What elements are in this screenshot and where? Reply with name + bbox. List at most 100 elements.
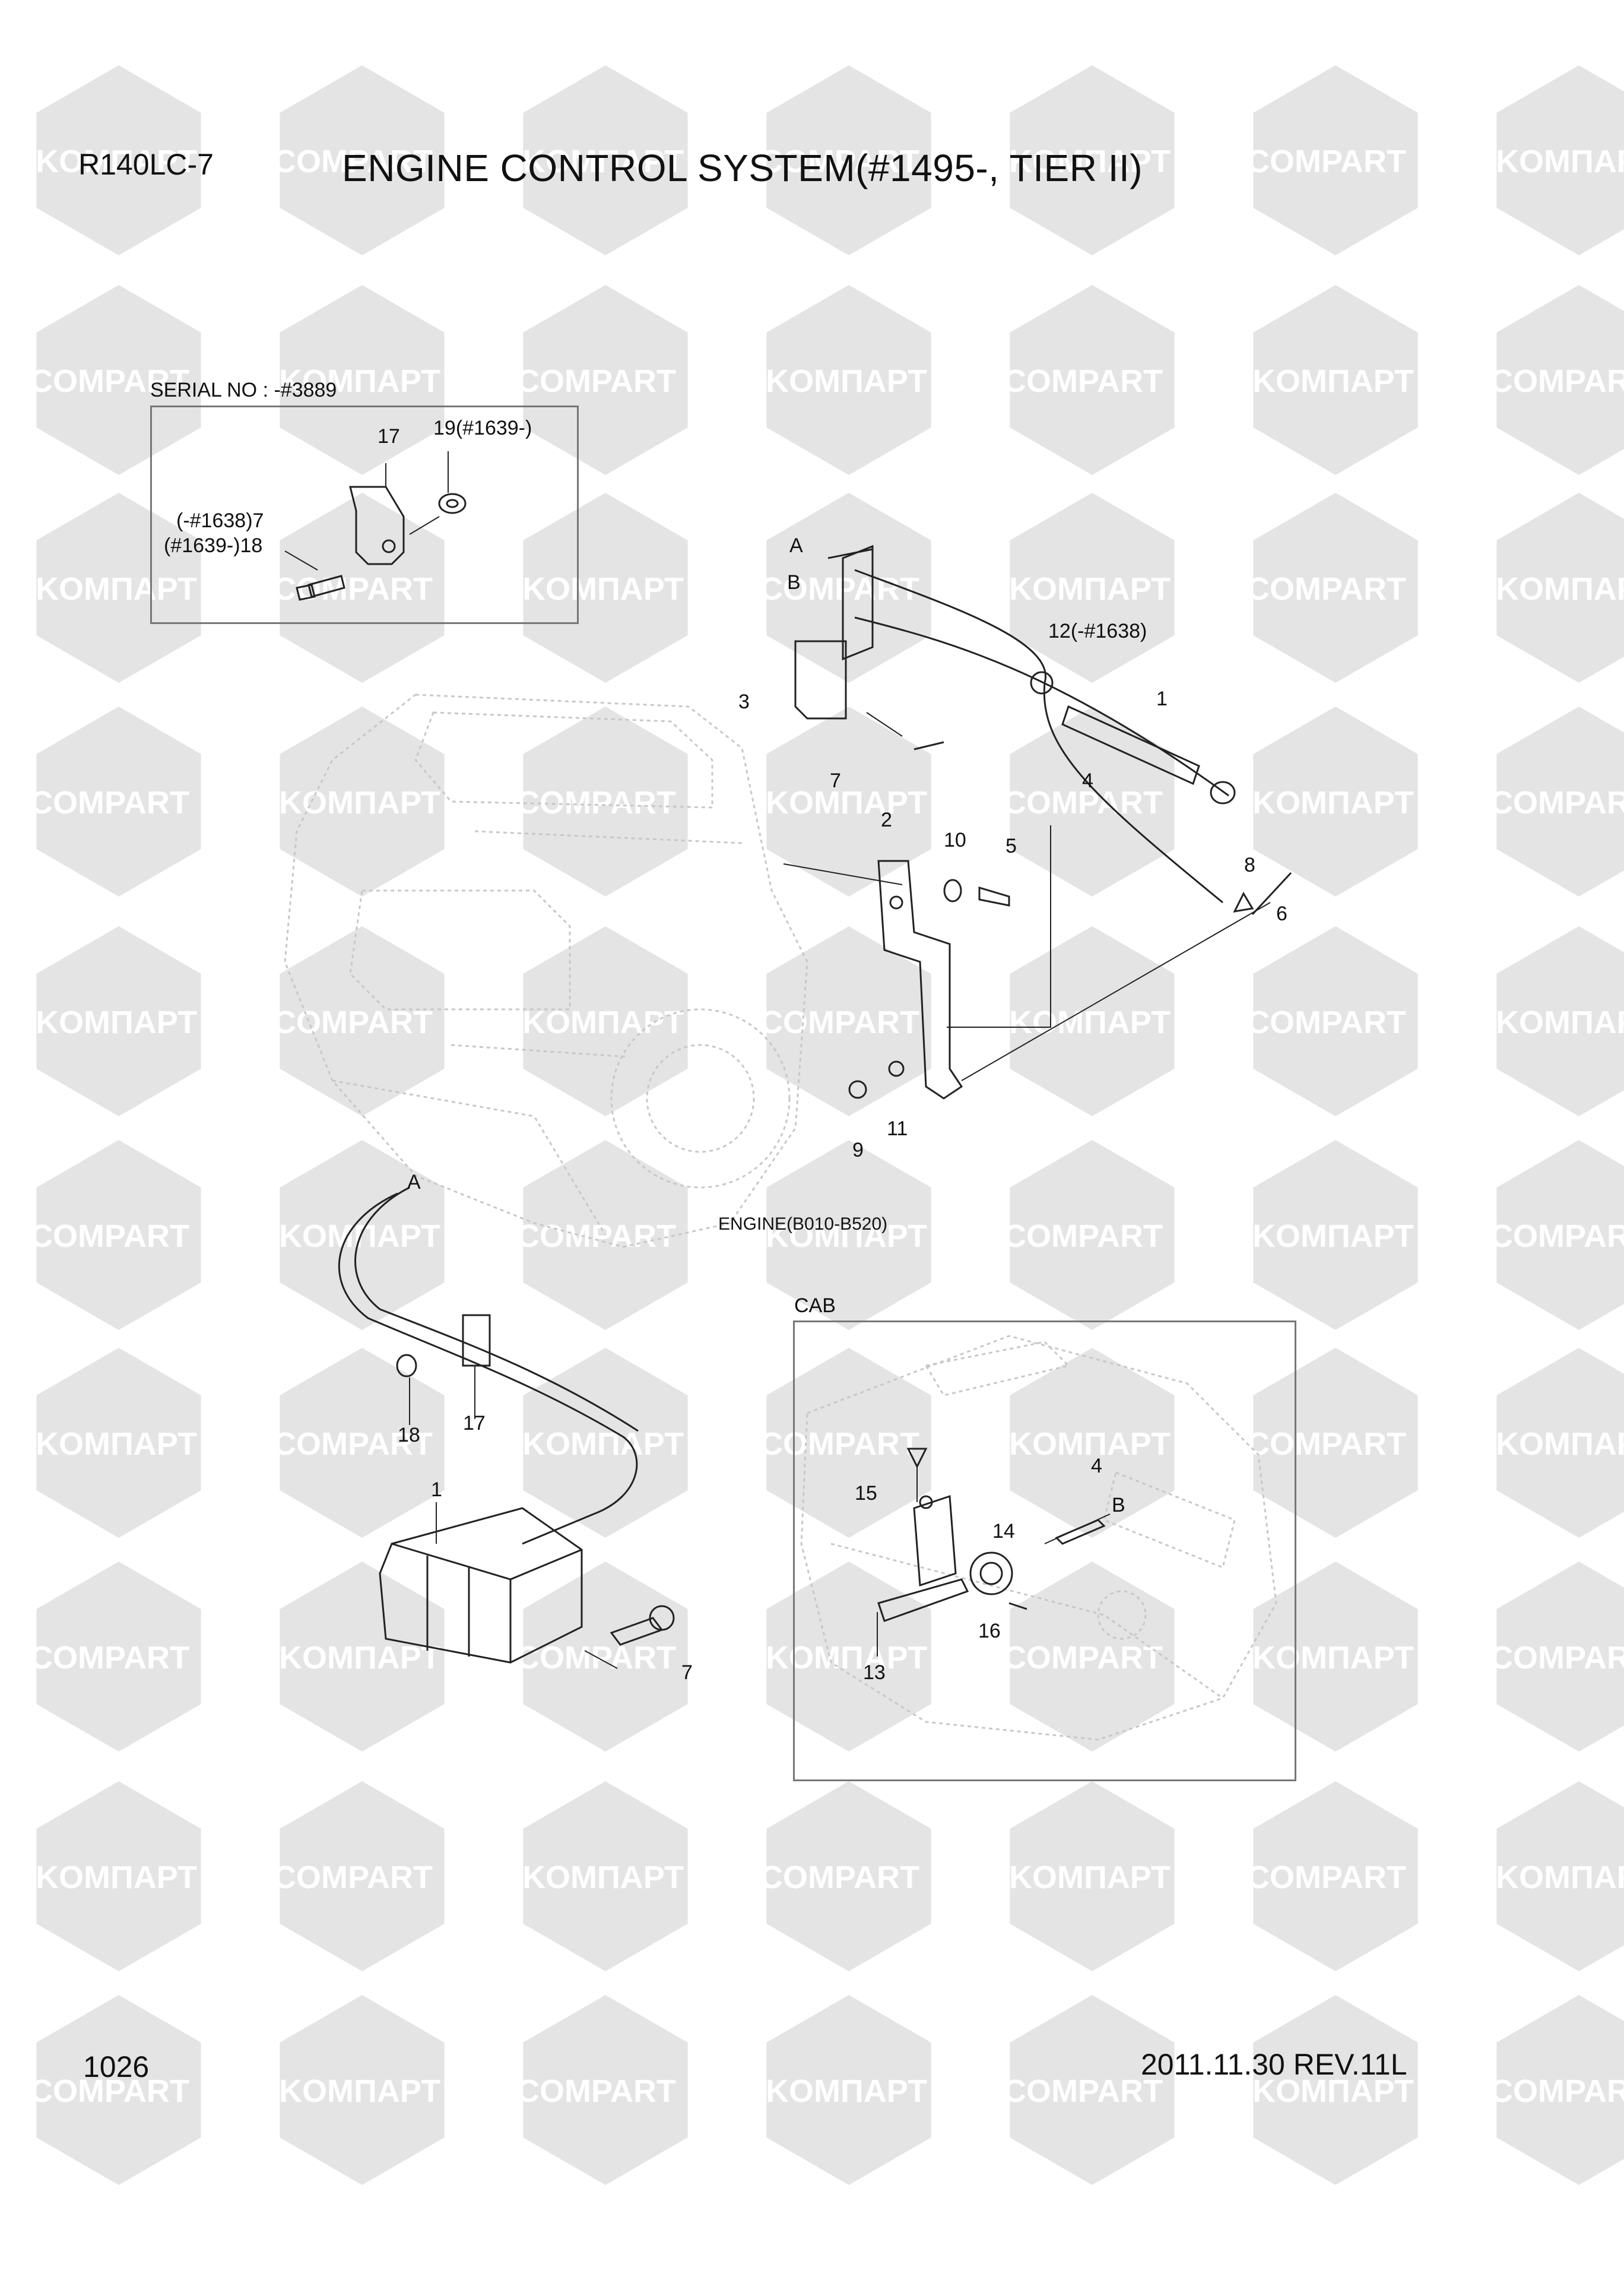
top-assembly-drawing <box>783 544 1292 1100</box>
watermark-word: KOMПАРТ <box>1009 144 1171 179</box>
watermark-hexagon <box>1496 285 1624 475</box>
watermark-hexagon <box>766 1562 931 1752</box>
watermark-hexagon <box>1496 1140 1624 1330</box>
watermark-hexagon <box>1010 65 1175 255</box>
watermark-word: COMPART <box>1490 1640 1624 1676</box>
cab-label: CAB <box>794 1294 836 1317</box>
watermark-word: KOMПАРТ <box>279 785 440 821</box>
actuator-assembly-drawing <box>338 1186 675 1669</box>
watermark-hexagon <box>1496 1562 1624 1752</box>
callout-bl-1: 1 <box>431 1478 442 1501</box>
watermark-hexagon <box>523 1562 688 1752</box>
serial-note: SERIAL NO : -#3889 <box>150 379 337 401</box>
watermark-hexagon <box>36 493 201 683</box>
callout-top-1: 1 <box>1156 688 1168 710</box>
watermark-word: KOMПАРТ <box>1252 1640 1414 1676</box>
watermark-word: COMPART <box>273 1860 433 1895</box>
watermark-word: COMPART <box>760 1005 919 1040</box>
watermark-word: KOMПАРТ <box>1496 1426 1624 1462</box>
watermark-word: KOMПАРТ <box>1252 1218 1414 1254</box>
watermark-word: COMPART <box>273 1426 433 1462</box>
watermark-hexagon <box>36 1562 201 1752</box>
watermark-hexagon <box>1010 493 1175 683</box>
watermark-hexagon <box>280 1995 445 2185</box>
callout-top-7: 7 <box>830 770 841 792</box>
watermark-word: COMPART <box>30 2073 189 2109</box>
watermark-word: COMPART <box>1003 363 1163 399</box>
watermark-hexagon <box>1010 285 1175 475</box>
watermark-hexagon <box>523 1781 688 1971</box>
watermark-hexagon <box>1253 493 1418 683</box>
watermark-hexagon <box>1253 1348 1418 1538</box>
watermark-hexagon <box>766 285 931 475</box>
watermark-word: COMPART <box>516 363 676 399</box>
watermark-hexagon <box>1253 1562 1418 1752</box>
watermark-hexagon <box>1496 1348 1624 1538</box>
watermark-word: COMPART <box>760 571 919 607</box>
watermark-word: COMPART <box>30 363 189 399</box>
callout-cab-14: 14 <box>992 1520 1015 1543</box>
watermark-word: KOMПАРТ <box>522 1005 684 1040</box>
watermark-hexagon <box>36 285 201 475</box>
callout-bl-17: 17 <box>463 1412 486 1434</box>
watermark-hexagon <box>766 1140 931 1330</box>
watermark-hexagon <box>280 1140 445 1330</box>
page-title: ENGINE CONTROL SYSTEM(#1495-, TIER II) <box>342 147 1143 189</box>
watermark-word: COMPART <box>1490 2073 1624 2109</box>
watermark-word: COMPART <box>760 144 919 179</box>
watermark-word: KOMПАРТ <box>279 2073 440 2109</box>
watermark-word: KOMПАРТ <box>766 785 927 821</box>
watermark-word: KOMПАРТ <box>36 1005 197 1040</box>
watermark-word: KOMПАРТ <box>36 571 197 607</box>
watermark-word: COMPART <box>1246 144 1406 179</box>
watermark-word: KOMПАРТ <box>522 1426 684 1462</box>
watermark-hexagon <box>766 1995 931 2185</box>
watermark-word: COMPART <box>30 1218 189 1254</box>
watermark-hexagon <box>1496 707 1624 897</box>
watermark-word: KOMПАРТ <box>766 1218 927 1254</box>
callout-top-A: A <box>789 534 803 557</box>
watermark-hexagon <box>766 707 931 897</box>
model-number: R140LC-7 <box>78 148 214 181</box>
watermark-hexagon <box>1253 1995 1418 2185</box>
watermark-hexagon <box>1010 1781 1175 1971</box>
watermark-hexagon <box>1010 1995 1175 2185</box>
watermark-hexagon <box>36 1348 201 1538</box>
engine-outline-drawing <box>284 694 808 1248</box>
callout-inset-19: 19(#1639-) <box>433 417 532 439</box>
watermark-hexagon <box>766 65 931 255</box>
watermark-word: KOMПАРТ <box>1009 1426 1171 1462</box>
cab-inset-box <box>793 1320 1296 1781</box>
watermark-word: COMPART <box>1490 363 1624 399</box>
watermark-hexagon <box>1253 285 1418 475</box>
callout-inset-17: 17 <box>378 425 400 448</box>
watermark-word: COMPART <box>1003 1640 1163 1676</box>
inset-parts-drawing <box>284 451 467 601</box>
watermark-word: KOMПАРТ <box>1009 571 1171 607</box>
watermark-word: COMPART <box>1246 1860 1406 1895</box>
watermark-word: COMPART <box>760 1860 919 1895</box>
watermark-word: COMPART <box>760 1426 919 1462</box>
revision-date: 2011.11.30 REV.11L <box>1141 2048 1407 2081</box>
watermark-word: COMPART <box>30 1640 189 1676</box>
watermark-word: COMPART <box>1003 1218 1163 1254</box>
callout-top-11: 11 <box>887 1117 908 1140</box>
watermark-hexagon <box>1496 1781 1624 1971</box>
watermark-hexagon <box>36 926 201 1116</box>
callout-top-3: 3 <box>738 691 750 713</box>
watermark-hexagon <box>766 1348 931 1538</box>
callout-inset-7: (-#1638)7 <box>176 509 264 532</box>
watermark-word: KOMПАРТ <box>766 1640 927 1676</box>
callout-bl-A: A <box>407 1171 421 1193</box>
watermark-word: COMPART <box>1246 1426 1406 1462</box>
watermark-hexagon <box>280 285 445 475</box>
callout-top-5: 5 <box>1006 835 1017 857</box>
watermark-word: COMPART <box>1246 1005 1406 1040</box>
watermark-word: COMPART <box>1490 1218 1624 1254</box>
watermark-word: COMPART <box>1246 571 1406 607</box>
callout-top-10: 10 <box>944 829 966 851</box>
watermark-word: KOMПАРТ <box>1496 1005 1624 1040</box>
watermark-hexagon <box>36 1995 201 2185</box>
watermark-layer: KOMПАРТ COMPART KOMПАРТ COMPART KOMПАРТ COMPA… <box>30 65 1624 2185</box>
